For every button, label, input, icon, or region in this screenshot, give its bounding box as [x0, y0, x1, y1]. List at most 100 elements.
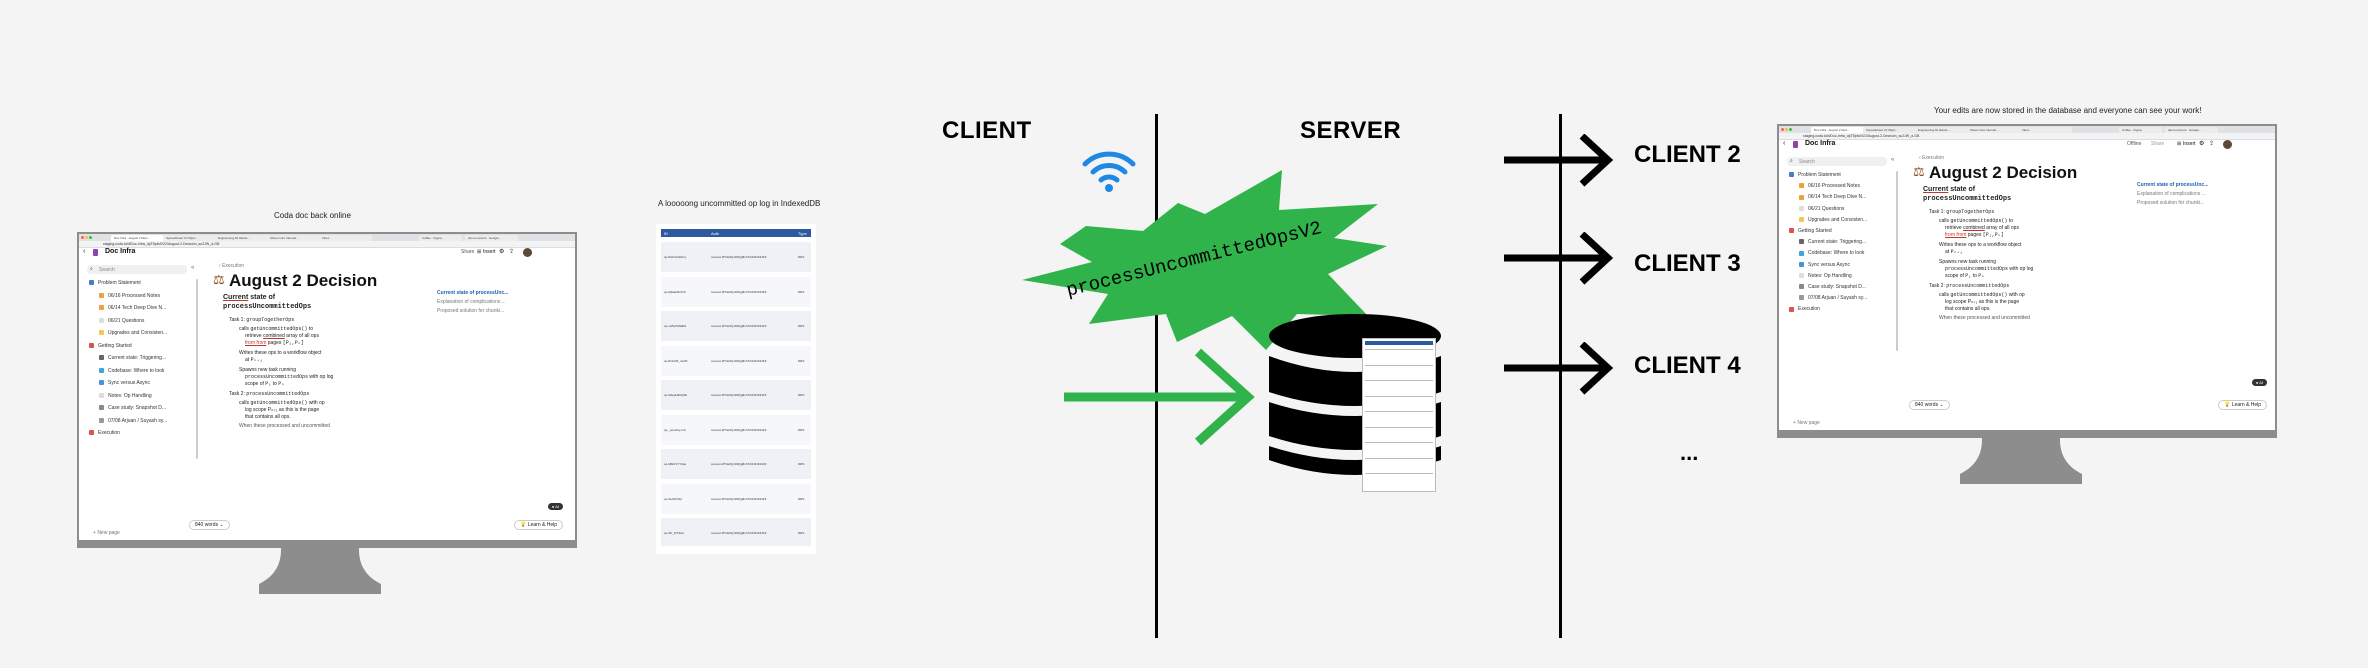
- sidebar-item[interactable]: 06/21 Questions: [99, 317, 144, 326]
- url-bar[interactable]: staging.coda.io/d/Doc-Infra_dpT8pbdVZ2/A…: [79, 241, 575, 248]
- url-bar[interactable]: staging.coda.io/d/Doc-Infra_dpT8pbdVZ2/A…: [1779, 133, 2275, 140]
- word-count-button[interactable]: 840 words ⌄: [1909, 400, 1950, 410]
- back-icon[interactable]: ‹: [83, 248, 86, 255]
- sidebar-item[interactable]: Sync versus Async: [99, 379, 150, 388]
- toc-item[interactable]: Proposed solution for chunki...: [437, 308, 505, 314]
- page-icon: [1799, 272, 1804, 278]
- doc-title[interactable]: Doc Infra: [1805, 140, 1836, 147]
- browser-tab[interactable]: demo-content · Google...: [465, 235, 518, 241]
- doc-text: that contains all ops.: [1945, 306, 1991, 312]
- sidebar-item[interactable]: 06/16 Processed Notes: [1799, 182, 1860, 191]
- browser-tab[interactable]: demo-content · Google...: [2165, 127, 2218, 133]
- browser-tab[interactable]: Sheet Core Internal ...: [267, 235, 320, 241]
- share-icon[interactable]: ⇪: [509, 249, 515, 255]
- op-type: DRS: [798, 358, 805, 363]
- toc-item[interactable]: Explanation of complications ...: [437, 299, 506, 305]
- sidebar-item[interactable]: 07/08 Arjuan / Suyash sy...: [1799, 294, 1867, 303]
- browser-tab[interactable]: Inbox: [319, 235, 372, 241]
- sidebar-item-label: Upgrades and Consisten...: [1808, 216, 1868, 223]
- toc-item[interactable]: Proposed solution for chunki...: [2137, 200, 2205, 206]
- sidebar-item[interactable]: 06/16 Processed Notes: [99, 292, 160, 301]
- ai-toggle[interactable]: ● AI: [2251, 379, 2267, 386]
- avatar[interactable]: [2223, 140, 2232, 149]
- doc-text: getUncommittedOps(): [250, 400, 308, 406]
- sidebar-scrollbar[interactable]: [196, 279, 198, 459]
- browser-tab[interactable]: Spreadsheet UI Objec...: [1863, 127, 1916, 133]
- task-2-bullet: Task 2: processUncommittedOps: [229, 391, 309, 397]
- ai-toggle[interactable]: ● AI: [547, 503, 563, 510]
- sidebar-scrollbar[interactable]: [1896, 171, 1898, 351]
- learn-help-button[interactable]: 💡 Learn & Help: [2218, 400, 2267, 410]
- bullet-calls-2: calls getUncommittedOps() with op: [1939, 292, 2025, 298]
- browser-tab[interactable]: Engineering All Hands ...: [215, 235, 268, 241]
- sidebar-item[interactable]: Upgrades and Consisten...: [99, 329, 167, 338]
- browser-tab[interactable]: Doc Infra · August 2 Deci...: [1811, 127, 1864, 133]
- browser-tab[interactable]: Coffee · Figma: [419, 235, 462, 241]
- sidebar-item[interactable]: Getting Started: [89, 342, 132, 351]
- new-page-button[interactable]: + New page: [1793, 420, 1820, 426]
- insert-button[interactable]: Insert: [2183, 141, 2196, 147]
- collapse-sidebar-icon[interactable]: «: [1891, 157, 1895, 163]
- sidebar-item[interactable]: Codebase: Where to look: [99, 367, 164, 376]
- sidebar-item[interactable]: Upgrades and Consisten...: [1799, 216, 1867, 225]
- sidebar-item[interactable]: Case study: Snapshot D...: [99, 404, 166, 413]
- bullet-calls-2-cont: log scope Pₙ₊₁ as this is the page: [1945, 299, 2019, 305]
- sidebar-item[interactable]: Problem Statement: [1789, 171, 1841, 180]
- toc-item[interactable]: Current state of processUnc...: [437, 290, 509, 296]
- browser-tab[interactable]: Inbox: [2019, 127, 2072, 133]
- sidebar-item-label: 06/16 Processed Notes: [1808, 183, 1860, 190]
- word-count-button[interactable]: 840 words ⌄: [189, 520, 230, 530]
- bullet-writes-cont: at Pₙ₊₁: [1945, 249, 1963, 255]
- avatar[interactable]: [523, 248, 532, 257]
- sidebar-item[interactable]: Sync versus Async: [1799, 261, 1850, 270]
- sidebar-item[interactable]: Notes: Op Handling: [1799, 272, 1852, 281]
- sidebar-item[interactable]: 06/14 Tech Deep Dive N...: [99, 304, 166, 313]
- ai-label: AI: [2259, 380, 2263, 385]
- page-icon: [1799, 239, 1804, 245]
- sidebar-item[interactable]: Current state: Triggering...: [1799, 238, 1866, 247]
- doc-text: with op: [308, 400, 325, 406]
- settings-icon[interactable]: ⚙: [499, 249, 505, 255]
- browser-tab[interactable]: Sheet Core Internal ...: [1967, 127, 2020, 133]
- sidebar-item[interactable]: Codebase: Where to look: [1799, 249, 1864, 258]
- search-input[interactable]: ⌕ Search: [1787, 157, 1887, 166]
- sidebar-item-label: Notes: Op Handling: [1808, 272, 1852, 279]
- back-icon[interactable]: ‹: [1783, 140, 1786, 147]
- collapse-sidebar-icon[interactable]: «: [191, 265, 195, 271]
- insert-icon[interactable]: ⊞: [477, 249, 482, 255]
- sidebar-item[interactable]: Current state: Triggering...: [99, 354, 166, 363]
- sidebar-item[interactable]: Execution: [1789, 305, 1820, 314]
- sidebar-item[interactable]: Case study: Snapshot D...: [1799, 283, 1866, 292]
- sidebar-item[interactable]: 06/14 Tech Deep Dive N...: [1799, 193, 1866, 202]
- op-id: op-_opsshty-mb: [664, 427, 686, 432]
- client-4-label: CLIENT 4: [1634, 352, 1741, 379]
- settings-icon[interactable]: ⚙: [2199, 141, 2205, 147]
- share-button[interactable]: Share: [2151, 141, 2165, 147]
- toc-item[interactable]: Explanation of complications ...: [2137, 191, 2206, 197]
- sidebar-item[interactable]: Problem Statement: [89, 279, 141, 288]
- sidebar-item[interactable]: Execution: [89, 429, 120, 438]
- sidebar-item[interactable]: Getting Started: [1789, 227, 1832, 236]
- browser-tab[interactable]: Spreadsheet UI Objec...: [163, 235, 216, 241]
- browser-tab[interactable]: Engineering All Hands ...: [1915, 127, 1968, 133]
- sidebar-item[interactable]: 07/08 Arjuan / Suyash sy...: [99, 417, 167, 426]
- search-input[interactable]: ⌕ Search: [87, 265, 187, 274]
- insert-icon[interactable]: ⊞: [2177, 141, 2182, 147]
- bullet-writes: Writes these ops to a workflow object: [1939, 242, 2021, 248]
- insert-button[interactable]: Insert: [483, 249, 496, 255]
- share-icon[interactable]: ⇪: [2209, 141, 2215, 147]
- doc-title[interactable]: Doc Infra: [105, 248, 136, 255]
- page-icon: [1799, 183, 1804, 189]
- toc-item[interactable]: Current state of processUnc...: [2137, 182, 2209, 188]
- learn-help-button[interactable]: 💡 Learn & Help: [514, 520, 563, 530]
- share-button[interactable]: Share: [461, 249, 475, 255]
- learn-help-label: Learn & Help: [527, 522, 557, 528]
- sidebar-item[interactable]: 06/21 Questions: [1799, 205, 1844, 214]
- browser-tab[interactable]: Doc Infra · August 2 Deci...: [111, 235, 164, 241]
- new-page-button[interactable]: + New page: [93, 530, 120, 536]
- doc-text: processUncommittedOps: [223, 303, 312, 311]
- browser-tab[interactable]: Coffee · Figma: [2119, 127, 2162, 133]
- doc-body: ‹ Execution ⚖August 2 Decision Current s…: [1899, 151, 2275, 430]
- sidebar-item[interactable]: Notes: Op Handling: [99, 392, 152, 401]
